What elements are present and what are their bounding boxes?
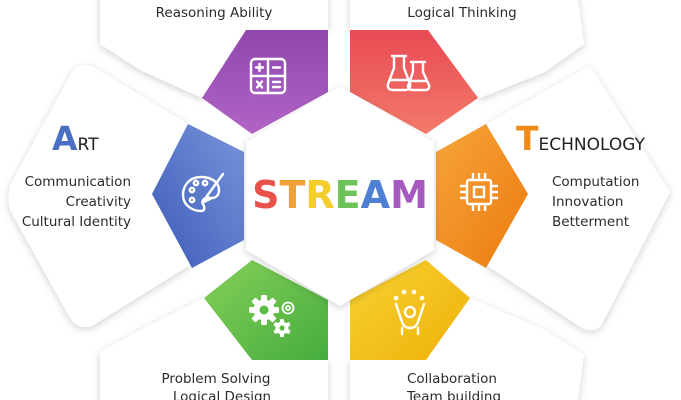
right-line-3: Betterment (552, 214, 629, 230)
stream-letter-r: R (305, 173, 334, 217)
stream-title: STREAM (252, 173, 428, 217)
left-line-2: Creativity (66, 194, 131, 210)
technology-initial: T (516, 119, 539, 158)
palette-icon (181, 172, 225, 213)
art-heading: ART (52, 119, 99, 158)
segment-purple (202, 30, 328, 134)
right-line-2: Innovation (552, 194, 623, 210)
top-right-line-1: Logical Thinking (407, 5, 516, 21)
card-top-right (350, 0, 584, 98)
technology-rest: ECHNOLOGY (539, 135, 646, 155)
calculator-icon (249, 57, 287, 95)
top-left-line-1: Reasoning Ability (156, 5, 273, 21)
stream-letter-t: T (279, 173, 305, 217)
stream-letter-m: M (390, 173, 428, 217)
segment-yellow (350, 260, 470, 360)
art-rest: RT (78, 135, 100, 155)
team-icon (393, 289, 426, 336)
card-bottom-left (100, 298, 328, 400)
left-line-1: Communication (25, 174, 131, 190)
left-line-3: Cultural Identity (22, 214, 131, 230)
segment-blue (152, 124, 244, 268)
card-bottom-right (350, 298, 584, 400)
bottom-right-line-2: Team building (406, 389, 501, 400)
art-initial: A (52, 119, 78, 158)
center-hexagon (246, 86, 434, 306)
gears-icon (249, 295, 295, 337)
bottom-left-line-2: Logical Design (173, 389, 271, 400)
card-top-left (100, 0, 328, 98)
bottom-left-line-1: Problem Solving (162, 371, 271, 387)
outer-cards (8, 0, 670, 400)
stream-letter-a: A (361, 173, 391, 217)
technology-heading: TECHNOLOGY (516, 119, 646, 158)
flask-icon (386, 54, 431, 92)
card-right (486, 66, 670, 331)
right-line-1: Computation (552, 174, 639, 190)
card-left (8, 64, 191, 327)
stream-letter-e: E (335, 173, 361, 217)
chip-icon (460, 173, 498, 211)
stream-letter-s: S (252, 173, 279, 217)
bottom-right-line-1: Collaboration (407, 371, 497, 387)
